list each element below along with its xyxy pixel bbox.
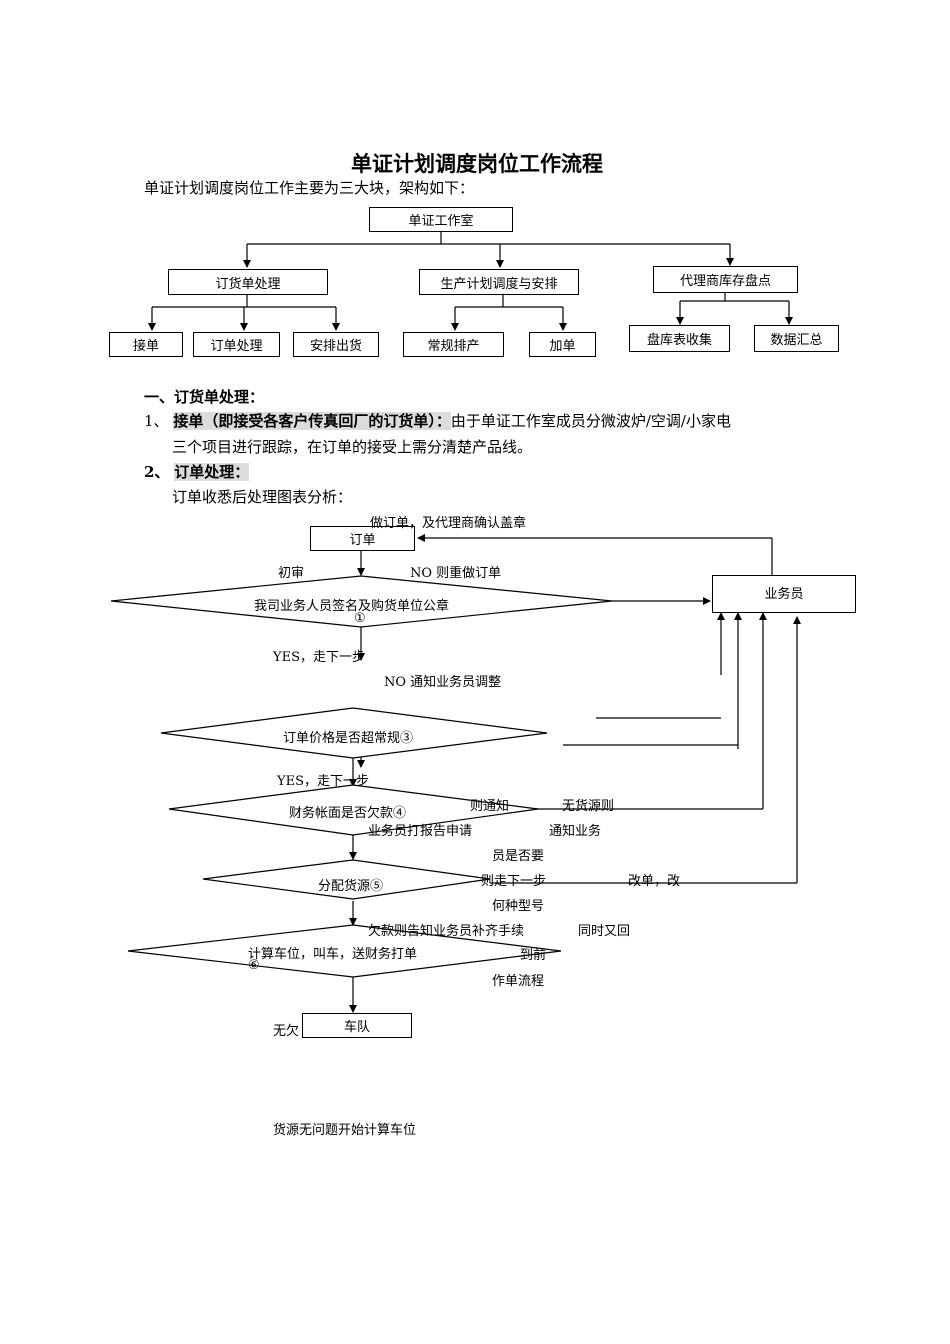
diamond5-number: ⑥ — [248, 958, 260, 973]
label-no-redo: NO 则重做订单 — [410, 566, 502, 581]
diamond-calc-vehicle — [127, 924, 562, 978]
diamond5-text: 计算车位，叫车，送财务打单 — [248, 947, 418, 962]
org-root-box: 单证工作室 — [369, 207, 513, 232]
label-first-review: 初审 — [278, 566, 305, 581]
item1-text: 由于单证工作室成员分微波炉/空调/小家电 — [450, 412, 731, 430]
org-branch-production: 生产计划调度与安排 — [419, 269, 579, 295]
label-report-fragment: 业务员打报告申请 — [368, 824, 473, 839]
diamond-price-check — [160, 707, 548, 759]
label-meanwhile: 同时又回 — [578, 924, 631, 939]
item2-text: 订单收悉后处理图表分析： — [172, 488, 353, 506]
label-which-model: 何种型号 — [492, 899, 545, 914]
label-arrears: 欠款则告知业务员补齐手续 — [368, 924, 525, 939]
org-branch-order: 订货单处理 — [168, 269, 328, 295]
label-yes-next-2: YES，走下一步 — [277, 774, 369, 789]
item1-heading: 接单（即接受各客户传真回厂的订货单）： — [173, 412, 451, 430]
item2-line: 2、 订单处理： — [144, 461, 250, 482]
item1-text-continued: 三个项目进行跟踪，在订单的接受上需分清楚产品线。 — [172, 438, 533, 456]
org-leaf-add-order: 加单 — [529, 332, 596, 357]
org-leaf-shipping: 安排出货 — [293, 332, 379, 357]
item2-heading: 订单处理： — [174, 463, 250, 481]
flow-fleet-box: 车队 — [302, 1013, 412, 1038]
label-change-order: 改单，改 — [628, 874, 681, 889]
item1-line: 1、 接单（即接受各客户传真回厂的订货单）：由于单证工作室成员分微波炉/空调/小… — [144, 410, 731, 431]
flow-order-box: 订单 — [310, 526, 415, 551]
label-notify-sales: 通知业务 — [549, 824, 602, 839]
diamond2-text: 订单价格是否超常规③ — [283, 731, 414, 746]
item1-number: 1、 — [144, 412, 169, 430]
diamond4-text: 分配货源⑤ — [318, 879, 384, 894]
diamond-arrears-check — [168, 784, 539, 836]
intro-text: 单证计划调度岗位工作主要为三大块，架构如下： — [144, 179, 475, 197]
label-to-fragment: 到前 — [520, 948, 547, 963]
diamond3-text: 财务帐面是否欠款④ — [289, 806, 407, 821]
label-no-source: 无货源则 — [562, 799, 615, 814]
org-leaf-data-summary: 数据汇总 — [754, 325, 839, 352]
label-whether: 员是否要 — [492, 849, 545, 864]
label-then-next: 则走下一步 — [481, 874, 547, 889]
label-redo-order: 做订单，及代理商确认盖章 — [370, 516, 527, 531]
diamond1-text: 我司业务人员签名及购货单位公章 — [254, 599, 450, 614]
org-leaf-order-processing: 订单处理 — [193, 332, 280, 357]
label-no-arrears: 无欠 — [273, 1024, 300, 1039]
section-heading: 一、订货单处理： — [144, 388, 265, 406]
diamond1-number: ① — [354, 611, 366, 626]
label-no-adjust: NO 通知业务员调整 — [384, 675, 502, 690]
diamond-allocate-source — [202, 859, 491, 900]
org-leaf-receive: 接单 — [109, 332, 183, 357]
label-notify-fragment: 则通知 — [470, 799, 510, 814]
flow-salesman-box: 业务员 — [712, 575, 856, 613]
item2-number: 2、 — [144, 463, 170, 481]
org-branch-inventory: 代理商库存盘点 — [653, 266, 798, 293]
label-source-ok: 货源无问题开始计算车位 — [273, 1123, 417, 1138]
label-order-flow: 作单流程 — [492, 974, 545, 989]
org-leaf-regular-production: 常规排产 — [403, 332, 504, 357]
page-title: 单证计划调度岗位工作流程 — [351, 151, 603, 176]
org-leaf-stock-sheets: 盘库表收集 — [629, 325, 730, 352]
label-yes-next-1: YES，走下一步 — [273, 650, 365, 665]
diamond-signature-check — [110, 575, 613, 628]
